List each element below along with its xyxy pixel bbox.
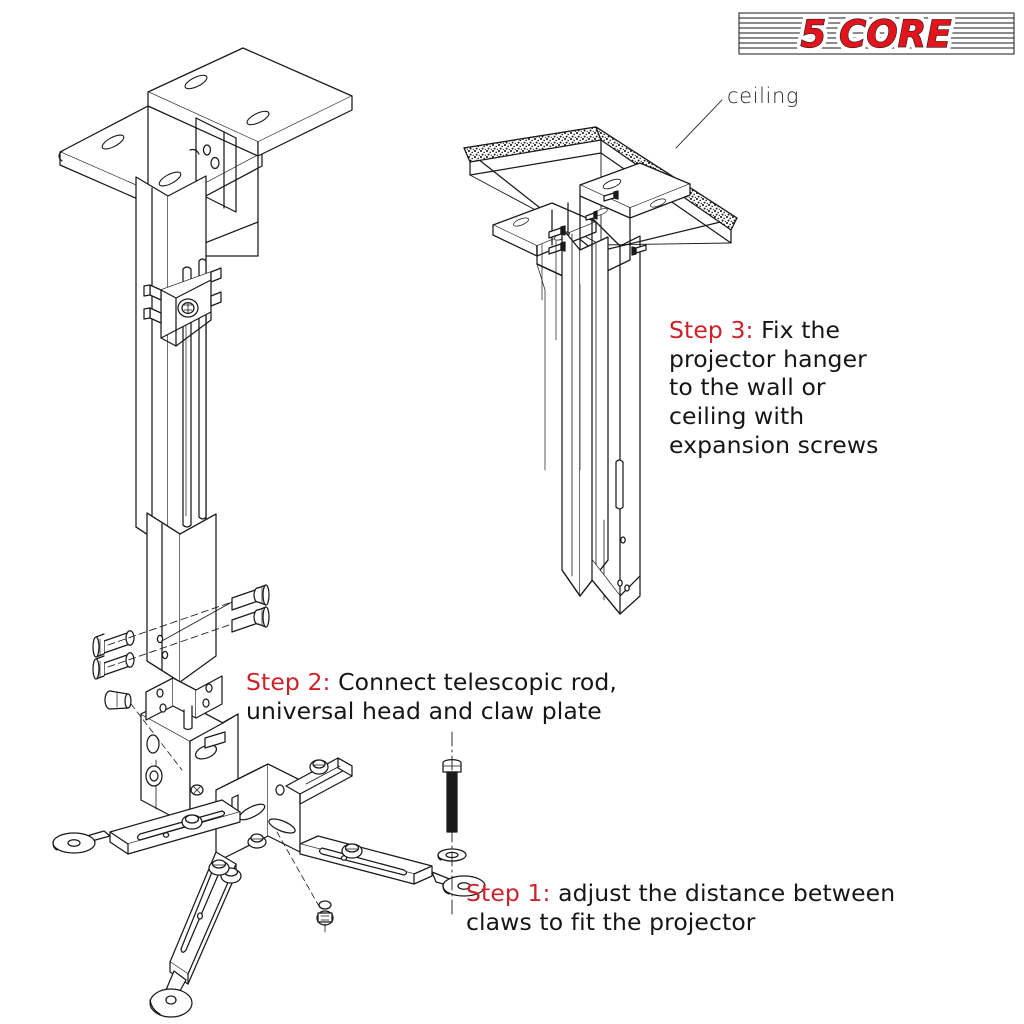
step-2-body: Connect telescopic rod, universal head a… bbox=[246, 668, 618, 725]
bolt-assembly-dashed-lines bbox=[107, 601, 233, 668]
step-2-text: Step 2: Connect telescopic rod, universa… bbox=[246, 668, 716, 725]
logo-text-outline: 5 CORE bbox=[801, 13, 952, 56]
ceiling-fixing-screws bbox=[548, 190, 647, 256]
expansion-bolt-left-upper bbox=[92, 630, 135, 658]
assembly-upper-left bbox=[58, 47, 353, 683]
ceiling-label: ceiling bbox=[727, 84, 800, 108]
step-1-text: Step 1: adjust the distance between claw… bbox=[466, 879, 976, 936]
telescopic-rod-inner bbox=[146, 512, 217, 683]
step-2-tag: Step 2: bbox=[246, 668, 331, 696]
logo-text-halo: 5 CORE bbox=[801, 13, 952, 56]
telescopic-rod-slots bbox=[182, 258, 207, 528]
logo-stripes bbox=[739, 17, 1014, 49]
bracket-guide-lines bbox=[536, 239, 581, 471]
claw-screw-dashed-line bbox=[276, 831, 321, 909]
expansion-bolt-right-lower bbox=[231, 606, 270, 633]
universal-head-screw bbox=[104, 690, 132, 710]
claw-arm-upper-right bbox=[285, 757, 353, 805]
claw-arm-left bbox=[52, 799, 241, 855]
clamp-collar bbox=[143, 267, 222, 347]
step-1-tag: Step 1: bbox=[466, 879, 551, 907]
assembly-upper-right bbox=[463, 126, 738, 615]
u-mounting-bracket-right-wing bbox=[147, 47, 353, 157]
step-1-body: adjust the distance between claws to fit… bbox=[466, 879, 896, 936]
step-3-tag: Step 3: bbox=[669, 316, 754, 344]
telescopic-rod-outer bbox=[135, 175, 207, 549]
brand-logo: 5 CORE 5 CORE 5 CORE bbox=[737, 9, 1016, 58]
universal-head bbox=[140, 675, 239, 827]
expansion-bolt-right-upper bbox=[231, 584, 270, 611]
step-3-body: Fix the projector hanger to the wall or … bbox=[669, 316, 879, 459]
long-expansion-screw bbox=[442, 758, 462, 833]
claw-arm-right bbox=[299, 835, 486, 897]
expansion-bolt-left-lower bbox=[92, 652, 135, 680]
ceiling-leader-line bbox=[675, 99, 723, 149]
head-screw-dashed-line bbox=[130, 703, 183, 771]
assembly-lower-left bbox=[52, 675, 486, 1018]
logo-text: 5 CORE bbox=[801, 13, 952, 56]
step-3-text: Step 3: Fix the projector hanger to the … bbox=[669, 316, 939, 459]
claw-plate-thumbscrews bbox=[208, 833, 267, 876]
u-channel-rod bbox=[561, 217, 641, 615]
claw-arm-lower bbox=[149, 851, 242, 1018]
claw-plate-screw bbox=[316, 900, 334, 933]
